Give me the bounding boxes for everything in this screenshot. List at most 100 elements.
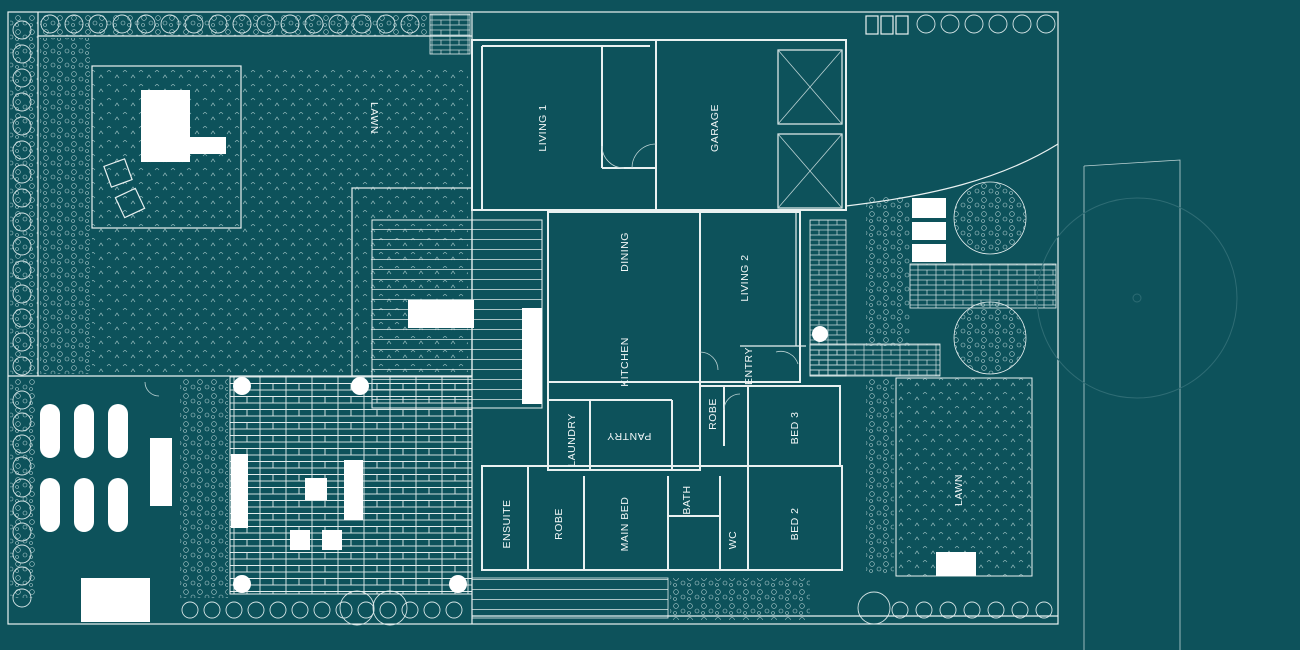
tree-icon xyxy=(12,92,32,112)
tree-icon xyxy=(12,588,32,608)
tree-icon xyxy=(12,140,32,160)
tree-icon xyxy=(1012,14,1032,34)
tree-icon xyxy=(1035,601,1053,619)
tree-icon xyxy=(12,260,32,280)
label-living1: LIVING 1 xyxy=(537,104,549,151)
label-dining: DINING xyxy=(619,232,631,272)
perimeter-trees xyxy=(10,14,910,620)
tree-icon xyxy=(12,308,32,328)
tree-icon xyxy=(939,601,957,619)
tree-icon xyxy=(445,601,463,619)
tree-icon xyxy=(423,601,441,619)
label-robe-main: ROBE xyxy=(553,508,565,540)
garden-beds xyxy=(40,404,172,622)
tree-icon xyxy=(12,164,32,184)
tree-icon xyxy=(987,601,1005,619)
label-main-bed: MAIN BED xyxy=(619,497,631,552)
lawn-east xyxy=(895,377,1033,577)
front-steps xyxy=(471,577,669,619)
tree-icon xyxy=(357,601,375,619)
tree-icon xyxy=(12,566,32,586)
tree-icon xyxy=(12,188,32,208)
tree-icon xyxy=(12,332,32,352)
tree-icon xyxy=(269,601,287,619)
tree-icon xyxy=(225,601,243,619)
tree-icon xyxy=(160,14,180,34)
label-bed3: BED 3 xyxy=(789,412,801,445)
tree-icon xyxy=(12,500,32,520)
tree-icon xyxy=(208,14,228,34)
tree-icon xyxy=(352,14,372,34)
tree-icon xyxy=(1011,601,1029,619)
tree-icon xyxy=(12,522,32,542)
tree-icon xyxy=(12,116,32,136)
tree-icon xyxy=(64,14,84,34)
label-wc: WC xyxy=(727,531,739,550)
label-laundry: LAUNDRY xyxy=(566,413,578,467)
tree-icon xyxy=(12,68,32,88)
tree-icon xyxy=(335,601,353,619)
tree-icon xyxy=(857,591,891,625)
tree-icon xyxy=(1036,14,1056,34)
tree-icon xyxy=(401,601,419,619)
tree-icon xyxy=(88,14,108,34)
door-swing-icon xyxy=(144,143,799,411)
tree-icon xyxy=(940,14,960,34)
tree-icon xyxy=(12,284,32,304)
tree-icon xyxy=(915,601,933,619)
tree-icon xyxy=(916,14,936,34)
tree-icon xyxy=(12,390,32,410)
house-walls xyxy=(471,39,847,571)
tree-icon xyxy=(339,590,375,626)
tree-icon xyxy=(313,601,331,619)
tree-icon xyxy=(181,601,199,619)
tree-icon xyxy=(379,601,397,619)
tree-icon xyxy=(12,356,32,376)
tree-icon xyxy=(136,14,156,34)
tree-icon xyxy=(232,14,252,34)
label-ensuite: ENSUITE xyxy=(501,499,513,548)
tree-icon xyxy=(12,456,32,476)
bin-icon xyxy=(865,15,909,35)
tree-icon xyxy=(12,20,32,40)
label-lawn-east: LAWN xyxy=(953,474,965,506)
tree-icon xyxy=(953,301,1027,375)
brick-strip xyxy=(429,13,471,55)
tree-icon xyxy=(280,14,300,34)
tree-icon xyxy=(953,181,1027,255)
label-bed2: BED 2 xyxy=(789,508,801,541)
label-entry: ENTRY xyxy=(743,347,755,385)
tree-icon xyxy=(12,44,32,64)
street-outline xyxy=(1083,159,1181,650)
label-bath: BATH xyxy=(681,485,693,514)
label-pantry: PANTRY xyxy=(607,430,652,442)
tree-icon xyxy=(328,14,348,34)
tree-icon xyxy=(304,14,324,34)
tree-icon xyxy=(12,544,32,564)
tree-icon xyxy=(256,14,276,34)
tree-icon xyxy=(963,601,981,619)
tree-icon xyxy=(891,601,909,619)
driveway-edge xyxy=(845,143,1059,207)
site-boundary xyxy=(7,11,1059,625)
tree-icon xyxy=(203,601,221,619)
tree-icon xyxy=(400,14,420,34)
label-lawn-north: LAWN xyxy=(368,102,380,134)
label-robe-entry: ROBE xyxy=(707,398,719,430)
tree-icon xyxy=(40,14,60,34)
label-kitchen: KITCHEN xyxy=(619,337,631,387)
tree-icon xyxy=(12,478,32,498)
tree-icon xyxy=(12,236,32,256)
tree-icon xyxy=(112,14,132,34)
label-garage: GARAGE xyxy=(709,104,721,152)
tree-icon xyxy=(376,14,396,34)
tree-icon xyxy=(12,212,32,232)
tree-icon xyxy=(988,14,1008,34)
tree-icon xyxy=(964,14,984,34)
tree-icon xyxy=(291,601,309,619)
tree-icon xyxy=(12,434,32,454)
tree-icon xyxy=(184,14,204,34)
tree-icon xyxy=(247,601,265,619)
tree-icon xyxy=(12,412,32,432)
